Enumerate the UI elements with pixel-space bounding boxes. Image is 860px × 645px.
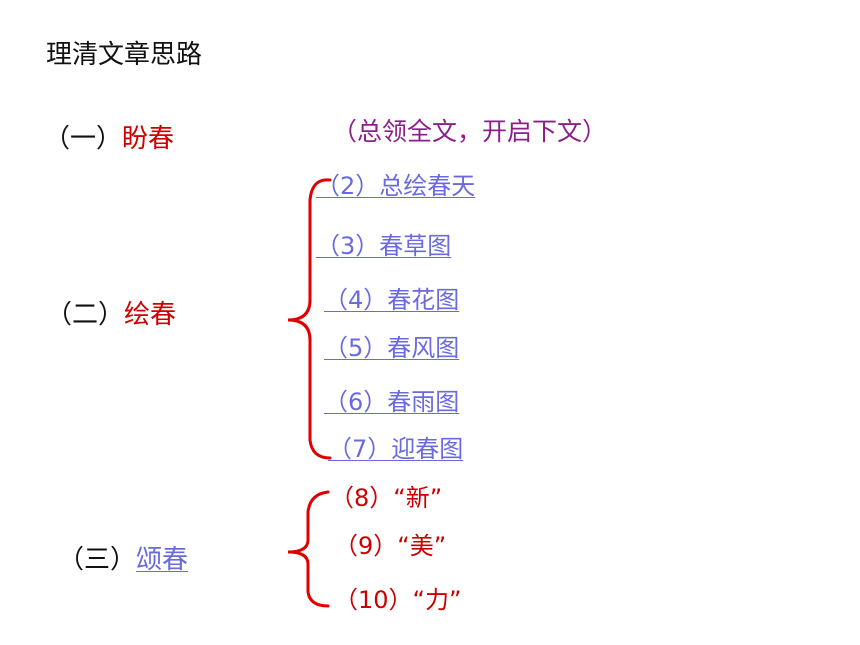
page-title: 理清文章思路	[46, 40, 203, 70]
section-two: （二）绘春	[46, 294, 176, 331]
section-two-item-5[interactable]: （5）春风图	[324, 334, 460, 362]
section-two-item-4[interactable]: （4）春花图	[324, 286, 460, 314]
section-one: （一）盼春	[44, 118, 174, 155]
section-two-name: 绘春	[124, 300, 177, 330]
section-three-name-link[interactable]: 颂春	[136, 545, 189, 575]
section-three: （三）颂春	[58, 539, 188, 576]
section-two-item-6[interactable]: （6）春雨图	[324, 388, 460, 416]
section-three-prefix: （三）	[58, 545, 137, 575]
section-one-prefix: （一）	[44, 124, 123, 154]
section-two-prefix: （二）	[46, 300, 125, 330]
section-three-item-9: （9）“美”	[334, 532, 447, 560]
section-three-item-8: （8）“新”	[330, 484, 443, 512]
section-two-item-3[interactable]: （3）春草图	[316, 232, 452, 260]
section-one-name: 盼春	[122, 124, 175, 154]
section-one-note: （总领全文，开启下文）	[332, 117, 608, 146]
section-two-item-7[interactable]: （7）迎春图	[328, 435, 464, 463]
section-two-item-2[interactable]: （2）总绘春天	[316, 172, 476, 200]
section-three-item-10: （10）“力”	[334, 586, 462, 614]
